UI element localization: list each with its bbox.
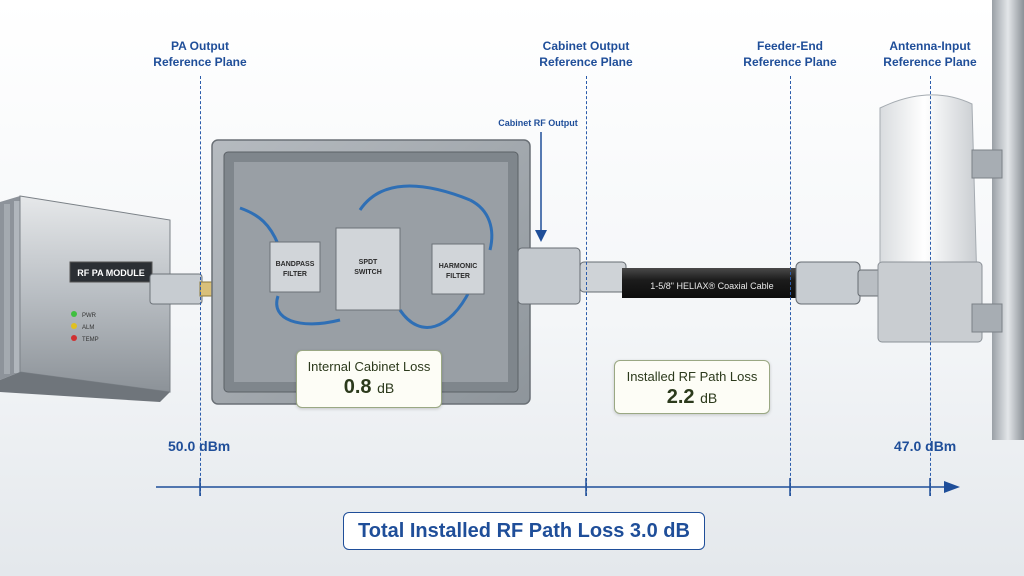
installed-rf-path-loss-label: Installed RF Path Loss [626, 369, 758, 384]
total-rf-path-loss-box: Total Installed RF Path Loss 3.0 dB [343, 512, 705, 550]
pa-module [0, 195, 171, 402]
pa-output-level: 50.0 dBm [168, 438, 231, 454]
feeder-end-plane-label: Feeder-End Reference Plane [743, 38, 836, 70]
cabinet-output-plane-line2: Reference Plane [539, 55, 633, 69]
internal-cabinet-loss-unit: dB [377, 380, 395, 396]
antenna-input-level: 47.0 dBm [894, 438, 957, 454]
heliax-cable [622, 268, 800, 298]
feeder-end-plane-line2: Reference Plane [743, 55, 837, 69]
antenna-pole [992, 0, 1024, 440]
cabinet-jumper-cables [239, 184, 494, 329]
signal-flow-arrowhead [944, 481, 960, 493]
cabinet-output-connector [517, 247, 581, 305]
harmonic-filter-line2: FILTER [446, 273, 470, 280]
cabinet-output-plane-line [586, 76, 587, 496]
led-alm-icon [71, 323, 77, 329]
pa-output-connector [149, 273, 203, 305]
led-pwr-label: PWR [82, 313, 97, 319]
led-pwr-icon [71, 311, 77, 317]
installed-rf-path-loss-value: 2.2 dB [615, 386, 769, 409]
feeder-end-plane-line1: Feeder-End [756, 39, 824, 53]
pa-heatsink-fins [4, 201, 20, 374]
feeder-end-connector [795, 261, 861, 305]
antenna-input-plane-line2: Reference Plane [883, 55, 977, 69]
spdt-switch [335, 227, 401, 311]
bandpass-filter-line2: FILTER [283, 271, 307, 278]
bandpass-filter [269, 241, 321, 293]
cabinet-rf-output-callout: Cabinet RF Output [498, 118, 578, 128]
antenna-input-plane-line [930, 76, 931, 496]
pa-module-label-plate [69, 261, 153, 283]
feeder-end-plane-line [790, 76, 791, 496]
pa-output-plane-line2: Reference Plane [153, 55, 247, 69]
installed-rf-path-loss-number: 2.2 [666, 386, 695, 408]
pa-output-plane-line1: PA Output [171, 39, 229, 53]
harmonic-filter-line1: HARMONIC [439, 263, 478, 270]
internal-cabinet-loss-box: Internal Cabinet Loss 0.8 dB [296, 350, 442, 408]
pa-output-plane-line [200, 76, 201, 496]
led-temp-icon [71, 335, 77, 341]
led-alm-label: ALM [82, 325, 94, 331]
installed-rf-path-loss-box: Installed RF Path Loss 2.2 dB [614, 360, 770, 414]
signal-flow-axis [156, 478, 960, 496]
bandpass-filter-line1: BANDPASS [276, 261, 315, 268]
pa-status-leds: PWR ALM TEMP [71, 311, 99, 343]
installed-rf-path-loss-unit: dB [700, 390, 718, 406]
cable-label: 1-5/8" HELIAX® Coaxial Cable [650, 281, 773, 291]
internal-cabinet-loss-label: Internal Cabinet Loss [307, 359, 431, 374]
antenna-input-plane-label: Antenna-Input Reference Plane [883, 38, 976, 70]
spdt-switch-line2: SWITCH [354, 269, 382, 276]
led-temp-label: TEMP [82, 337, 99, 343]
cabinet-output-plane-line1: Cabinet Output [542, 39, 630, 53]
internal-cabinet-loss-number: 0.8 [343, 376, 372, 398]
cabinet-output-plane-label: Cabinet Output Reference Plane [539, 38, 632, 70]
total-rf-path-loss-label: Total Installed RF Path Loss [358, 520, 625, 542]
harmonic-filter [431, 243, 485, 295]
pa-module-label: RF PA MODULE [77, 268, 145, 278]
pa-output-plane-label: PA Output Reference Plane [153, 38, 246, 70]
antenna-mount-bracket [971, 149, 1003, 179]
total-rf-path-loss-value: 3.0 dB [629, 520, 690, 542]
internal-cabinet-loss-value: 0.8 dB [297, 376, 441, 399]
spdt-switch-line1: SPDT [359, 259, 378, 266]
antenna-input-plane-line1: Antenna-Input [889, 39, 971, 53]
